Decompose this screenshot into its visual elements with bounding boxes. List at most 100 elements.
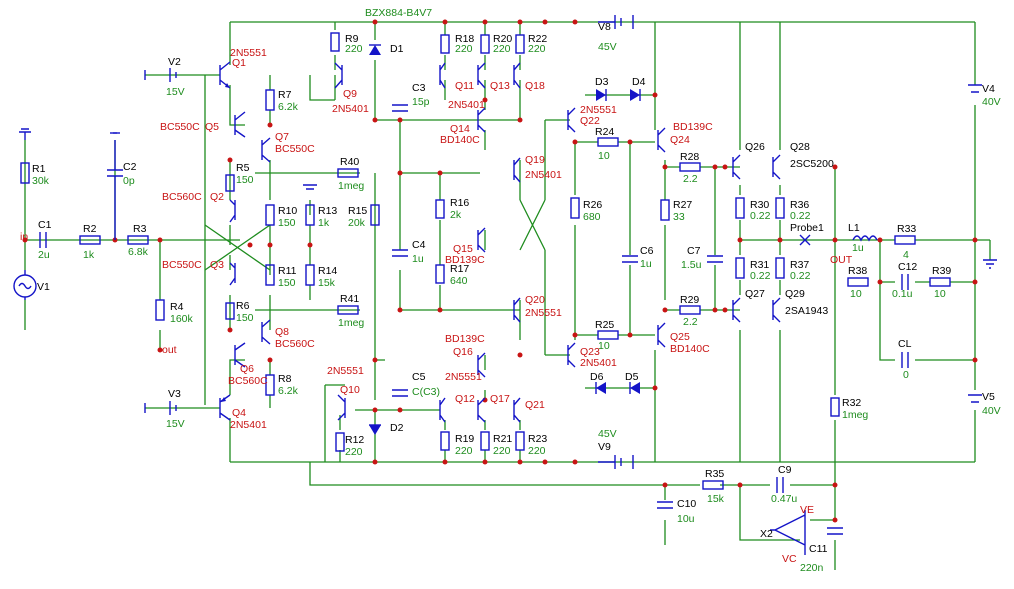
label-D2: D2 bbox=[390, 422, 404, 434]
label-R28: R28 bbox=[680, 151, 699, 163]
label-V9: V9 bbox=[598, 441, 611, 453]
label-C7: C7 bbox=[687, 245, 701, 257]
value-R26: 680 bbox=[583, 211, 601, 223]
label-Q3: Q3 bbox=[210, 259, 224, 271]
diodes bbox=[369, 44, 641, 435]
label-Q22: Q22 bbox=[580, 115, 600, 127]
value-Q8: BC560C bbox=[275, 338, 315, 350]
label-R35: R35 bbox=[705, 468, 724, 480]
net-out-left: out bbox=[162, 344, 177, 356]
label-C5: C5 bbox=[412, 371, 426, 383]
value-Q15: BD139C bbox=[445, 254, 485, 266]
net-in: in bbox=[20, 231, 28, 243]
value-Q11: 2N5401 bbox=[448, 99, 485, 111]
label-R16: R16 bbox=[450, 197, 469, 209]
label-Q27: Q27 bbox=[745, 288, 765, 300]
label-D5: D5 bbox=[625, 371, 639, 383]
value-C5: C(C3) bbox=[412, 386, 440, 398]
label-Q4: Q4 bbox=[232, 407, 246, 419]
value-R4: 160k bbox=[170, 313, 194, 325]
label-C11: C11 bbox=[809, 543, 828, 555]
value-Q24: BD139C bbox=[673, 121, 713, 133]
value-C4: 1u bbox=[412, 253, 424, 265]
label-V1: V1 bbox=[37, 281, 50, 293]
value-Q14: BD140C bbox=[440, 134, 480, 146]
inductor-probe bbox=[799, 234, 878, 246]
value-Q7: BC550C bbox=[275, 143, 315, 155]
wires bbox=[24, 21, 991, 570]
label-C9: C9 bbox=[778, 464, 792, 476]
label-R20: R20 bbox=[493, 33, 512, 45]
label-R39: R39 bbox=[932, 265, 951, 277]
label-Q10: Q10 bbox=[340, 384, 360, 396]
label-R11: R11 bbox=[278, 265, 297, 277]
value-R9: 220 bbox=[345, 43, 363, 55]
label-Q5: Q5 bbox=[205, 121, 219, 133]
value-Q16: BD139C bbox=[445, 333, 485, 345]
value-R35: 15k bbox=[707, 493, 725, 505]
label-Q11: Q11 bbox=[455, 80, 474, 92]
label-R30: R30 bbox=[750, 199, 769, 211]
value-R11: 150 bbox=[278, 277, 296, 289]
label-R7: R7 bbox=[278, 89, 292, 101]
label-V8: V8 bbox=[598, 21, 611, 33]
label-D1: D1 bbox=[390, 43, 404, 55]
label-Q16: Q16 bbox=[453, 346, 473, 358]
value-R10: 150 bbox=[278, 217, 296, 229]
value-Q20: 2N5551 bbox=[525, 307, 562, 319]
label-R19: R19 bbox=[455, 433, 474, 445]
label-Q19: Q19 bbox=[525, 154, 545, 166]
net-VC: VC bbox=[782, 553, 797, 565]
label-L1: L1 bbox=[848, 222, 860, 234]
transistors bbox=[219, 61, 781, 423]
value-Q22: 2N5551 bbox=[580, 104, 617, 116]
value-R14: 15k bbox=[318, 277, 336, 289]
label-R22: R22 bbox=[528, 33, 547, 45]
capacitors bbox=[39, 104, 909, 535]
value-Q1: 2N5551 bbox=[230, 47, 267, 59]
value-V9: 45V bbox=[598, 428, 617, 440]
label-D3: D3 bbox=[595, 76, 609, 88]
label-R12: R12 bbox=[345, 434, 364, 446]
value-R28: 2.2 bbox=[683, 173, 698, 185]
label-Q18: Q18 bbox=[525, 80, 545, 92]
label-Q25: Q25 bbox=[670, 331, 690, 343]
label-C1: C1 bbox=[38, 219, 52, 231]
label-Q2: Q2 bbox=[210, 191, 224, 203]
label-Q13: Q13 bbox=[490, 80, 510, 92]
value-R20: 220 bbox=[493, 43, 511, 55]
value-R27: 33 bbox=[673, 211, 685, 223]
value-R13: 1k bbox=[318, 217, 330, 229]
label-R23: R23 bbox=[528, 433, 547, 445]
value-V5: 40V bbox=[982, 405, 1001, 417]
value-R18: 220 bbox=[455, 43, 473, 55]
label-R25: R25 bbox=[595, 319, 614, 331]
value-R25: 10 bbox=[598, 340, 610, 352]
value-C3: 15p bbox=[412, 96, 430, 108]
value-Q6: BC560C bbox=[228, 375, 268, 387]
value-Q10: 2N5551 bbox=[327, 365, 364, 377]
value-Q3: BC550C bbox=[162, 259, 202, 271]
junctions bbox=[22, 19, 978, 523]
value-R39: 10 bbox=[934, 288, 946, 300]
value-V2: 15V bbox=[166, 86, 185, 98]
label-R4: R4 bbox=[170, 301, 184, 313]
value-C10: 10u bbox=[677, 513, 695, 525]
value-R41: 1meg bbox=[338, 317, 364, 329]
value-Q5: BC550C bbox=[160, 121, 200, 133]
value-Q4: 2N5401 bbox=[230, 419, 267, 431]
label-D4: D4 bbox=[632, 76, 646, 88]
label-R27: R27 bbox=[673, 199, 692, 211]
value-R6: 150 bbox=[236, 312, 254, 324]
label-D6: D6 bbox=[590, 371, 604, 383]
value-R40: 1meg bbox=[338, 180, 364, 192]
sources bbox=[13, 15, 997, 469]
label-R14: R14 bbox=[318, 265, 337, 277]
label-V4: V4 bbox=[982, 83, 995, 95]
value-C1: 2u bbox=[38, 249, 50, 261]
value-R3: 6.8k bbox=[128, 246, 149, 258]
label-R37: R37 bbox=[790, 259, 809, 271]
value-R5: 150 bbox=[236, 174, 254, 186]
label-Q6: Q6 bbox=[240, 363, 254, 375]
label-R18: R18 bbox=[455, 33, 474, 45]
